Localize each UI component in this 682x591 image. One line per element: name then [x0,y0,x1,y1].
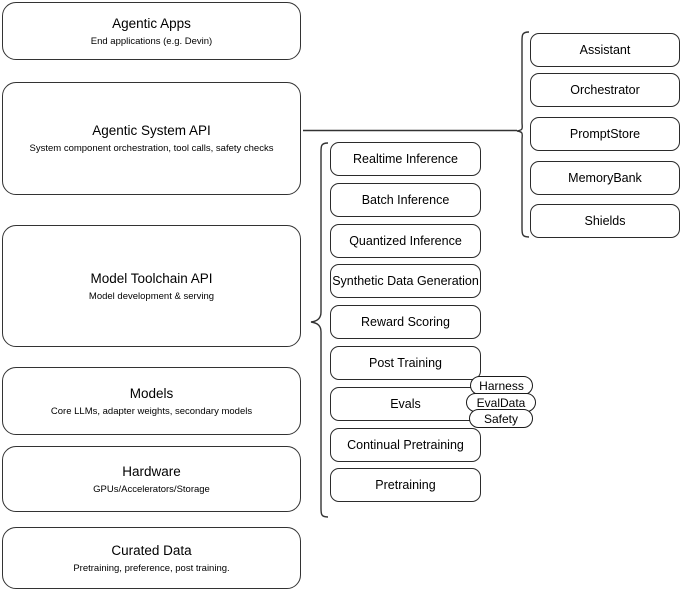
toolchain-item-label: Batch Inference [361,193,450,207]
layer-subtitle: Pretraining, preference, post training. [73,562,230,574]
system-component-label: Assistant [579,43,631,57]
layer-model-toolchain-api[interactable]: Model Toolchain API Model development & … [2,225,301,347]
brace-toolchain [310,142,329,518]
system-component-orchestrator[interactable]: Orchestrator [530,73,680,107]
evals-subitem-label: Safety [483,411,519,426]
toolchain-item-post-training[interactable]: Post Training [330,346,481,380]
system-component-assistant[interactable]: Assistant [530,33,680,67]
layer-agentic-apps[interactable]: Agentic Apps End applications (e.g. Devi… [2,2,301,60]
toolchain-item-label: Pretraining [375,478,436,492]
layer-subtitle: End applications (e.g. Devin) [90,35,213,47]
evals-subitem-safety[interactable]: Safety [469,409,533,428]
layer-curated-data[interactable]: Curated Data Pretraining, preference, po… [2,527,301,589]
system-component-shields[interactable]: Shields [530,204,680,238]
system-component-promptstore[interactable]: PromptStore [530,117,680,151]
layer-subtitle: Model development & serving [88,290,215,302]
evals-subitem-label: EvalData [476,395,526,410]
layer-subtitle: GPUs/Accelerators/Storage [93,483,210,495]
system-component-label: Shields [584,214,626,228]
toolchain-item-reward-scoring[interactable]: Reward Scoring [330,305,481,339]
layer-subtitle: System component orchestration, tool cal… [29,143,274,154]
toolchain-item-realtime-inference[interactable]: Realtime Inference [330,142,481,176]
toolchain-item-label: Quantized Inference [349,234,462,248]
toolchain-item-synthetic-data-generation[interactable]: Synthetic Data Generation [330,264,481,298]
layer-title: Models [129,385,174,401]
toolchain-item-label: Evals [390,397,421,411]
system-component-label: Orchestrator [570,83,640,97]
layer-title: Model Toolchain API [90,270,213,286]
layer-title: Curated Data [111,542,192,558]
toolchain-item-label: Post Training [369,356,442,370]
toolchain-item-evals[interactable]: Evals [330,387,481,421]
system-component-label: PromptStore [569,127,641,141]
system-component-memorybank[interactable]: MemoryBank [530,161,680,195]
layer-models[interactable]: Models Core LLMs, adapter weights, secon… [2,367,301,435]
toolchain-item-continual-pretraining[interactable]: Continual Pretraining [330,428,481,462]
toolchain-item-pretraining[interactable]: Pretraining [330,468,481,502]
toolchain-item-quantized-inference[interactable]: Quantized Inference [330,224,481,258]
toolchain-item-label: Reward Scoring [361,315,450,329]
toolchain-item-batch-inference[interactable]: Batch Inference [330,183,481,217]
toolchain-item-label: Synthetic Data Generation [332,274,479,288]
layer-agentic-system-api[interactable]: Agentic System API System component orch… [2,82,301,195]
toolchain-item-label: Realtime Inference [353,152,458,166]
layer-title: Hardware [122,463,181,479]
layer-hardware[interactable]: Hardware GPUs/Accelerators/Storage [2,446,301,512]
system-component-label: MemoryBank [568,171,642,185]
brace-system-components [516,31,530,238]
layer-title: Agentic System API [92,123,211,138]
evals-subitem-label: Harness [479,378,524,393]
toolchain-item-label: Continual Pretraining [347,438,464,452]
layer-subtitle: Core LLMs, adapter weights, secondary mo… [50,405,253,417]
layer-title: Agentic Apps [112,15,191,31]
